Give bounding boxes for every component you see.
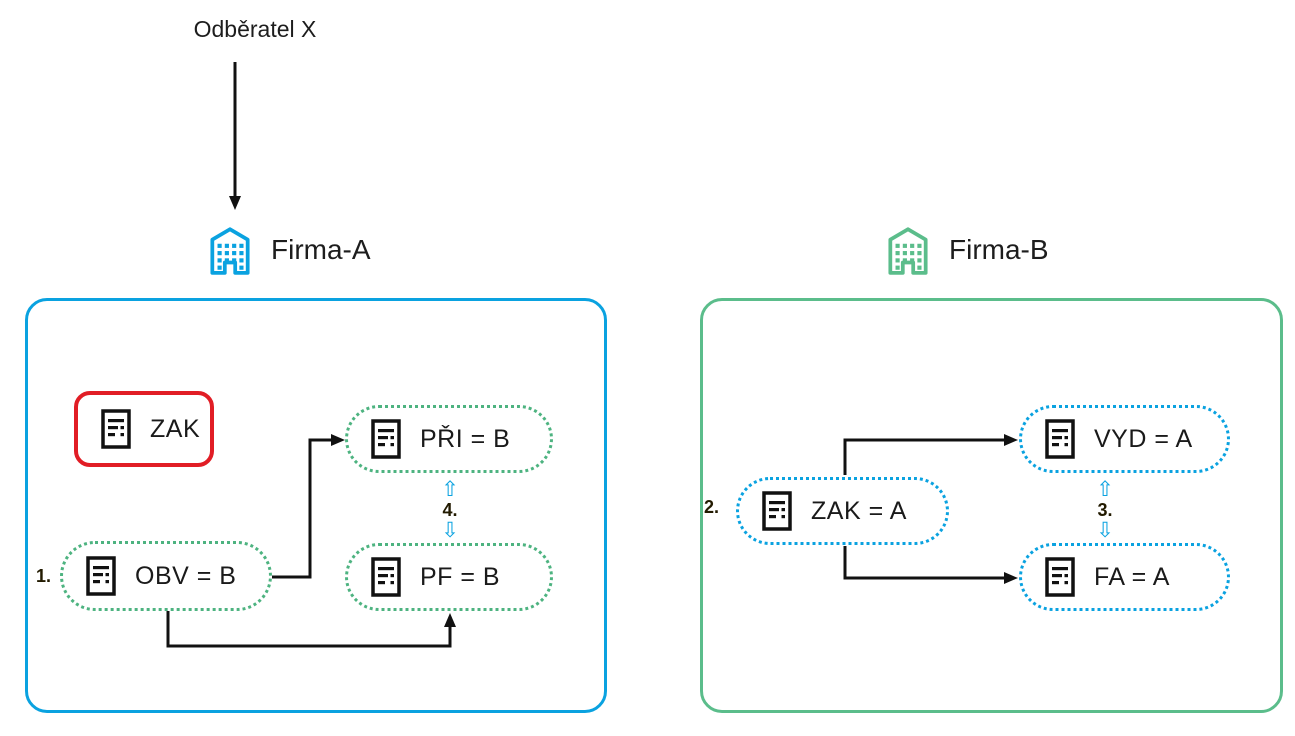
document-icon	[85, 555, 117, 597]
hollow-down-arrow-icon: ⇩	[1096, 519, 1114, 542]
node-zak-label: ZAK	[150, 414, 201, 443]
node-fa-a: FA = A	[1019, 543, 1230, 611]
node-pri-b-label: PŘI = B	[420, 424, 511, 453]
node-vyd-a-label: VYD = A	[1094, 424, 1193, 453]
customer-label: Odběratel X	[193, 16, 317, 42]
node-fa-a-label: FA = A	[1094, 562, 1170, 591]
step-label-2: 2.	[704, 497, 720, 517]
firma-b-header: Firma-B	[883, 224, 1049, 276]
step-label-1: 1.	[36, 566, 52, 586]
node-zak-a-label: ZAK = A	[811, 496, 907, 525]
sync-stack-3: ⇧ 3. ⇩	[1083, 479, 1127, 541]
node-vyd-a: VYD = A	[1019, 405, 1230, 473]
node-obv-b: OBV = B	[60, 541, 272, 611]
node-zak: ZAK	[74, 391, 214, 467]
step-label-3: 3.	[1097, 500, 1113, 520]
node-zak-a: ZAK = A	[736, 477, 949, 545]
node-pf-b: PF = B	[345, 543, 553, 611]
building-icon-firma-a	[205, 224, 255, 276]
sync-stack-4: ⇧ 4. ⇩	[428, 479, 472, 541]
node-obv-b-label: OBV = B	[135, 561, 237, 590]
firma-a-container	[25, 298, 607, 713]
node-pf-b-label: PF = B	[420, 562, 501, 591]
firma-a-header: Firma-A	[205, 224, 371, 276]
firma-b-container	[700, 298, 1283, 713]
hollow-up-arrow-icon: ⇧	[441, 478, 459, 501]
document-icon	[370, 418, 402, 460]
building-icon-firma-b	[883, 224, 933, 276]
document-icon	[761, 490, 793, 532]
node-pri-b: PŘI = B	[345, 405, 553, 473]
document-icon	[100, 408, 132, 450]
firma-a-title: Firma-A	[271, 234, 371, 265]
document-icon	[1044, 556, 1076, 598]
document-icon	[370, 556, 402, 598]
firma-b-title: Firma-B	[949, 234, 1049, 265]
document-icon	[1044, 418, 1076, 460]
step-label-4: 4.	[442, 500, 458, 520]
hollow-up-arrow-icon: ⇧	[1096, 478, 1114, 501]
hollow-down-arrow-icon: ⇩	[441, 519, 459, 542]
